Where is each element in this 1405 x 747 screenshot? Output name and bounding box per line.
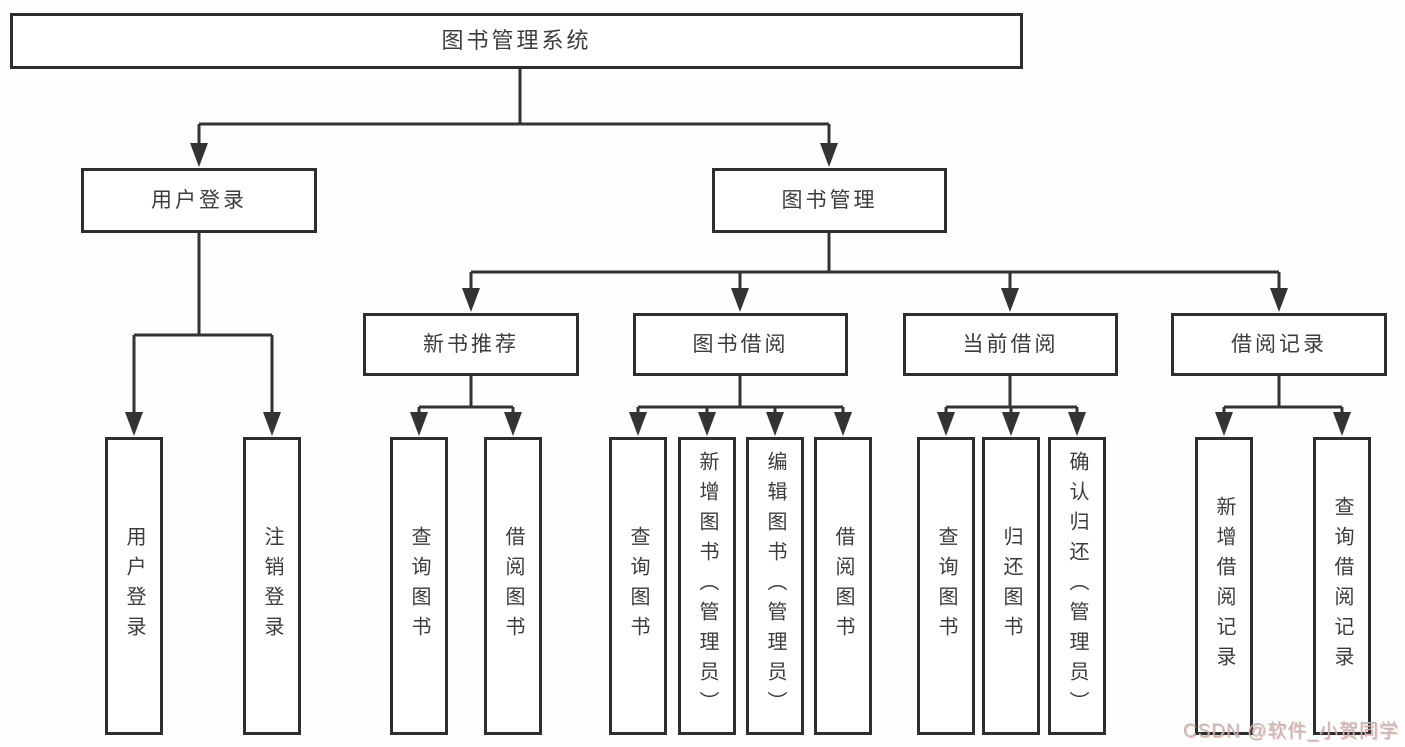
node-borrow-records-label: 借阅记录 [1231, 333, 1327, 356]
leaf-query-books-recommend-label: 查询图书 [408, 526, 430, 646]
csdn-watermark: CSDN @软件_小贺同学 [1183, 721, 1399, 742]
node-book-management: 图书管理 [712, 168, 947, 233]
leaf-edit-book-admin: 编辑图书（管理员） [746, 437, 804, 735]
leaf-query-books-borrow-label: 查询图书 [627, 526, 649, 646]
leaf-query-books-recommend: 查询图书 [390, 437, 448, 735]
node-root: 图书管理系统 [10, 13, 1023, 69]
node-book-borrowing: 图书借阅 [633, 313, 848, 376]
node-current-borrowing: 当前借阅 [903, 313, 1118, 376]
leaf-user-login-label: 用户登录 [123, 526, 145, 646]
leaf-query-borrow-record-label: 查询借阅记录 [1331, 496, 1353, 676]
leaf-query-borrow-record: 查询借阅记录 [1313, 437, 1371, 735]
leaf-borrow-books: 借阅图书 [814, 437, 872, 735]
leaf-logout-label: 注销登录 [261, 526, 283, 646]
leaf-confirm-return-admin-label: 确认归还（管理员） [1066, 451, 1088, 721]
leaf-confirm-return-admin: 确认归还（管理员） [1048, 437, 1106, 735]
node-book-borrowing-label: 图书借阅 [692, 333, 789, 356]
leaf-add-borrow-record: 新增借阅记录 [1195, 437, 1253, 735]
node-book-management-label: 图书管理 [781, 189, 878, 212]
node-borrow-records: 借阅记录 [1171, 313, 1387, 376]
leaf-return-book: 归还图书 [982, 437, 1040, 735]
leaf-borrow-books-recommend-label: 借阅图书 [502, 526, 524, 646]
node-new-book-recommend: 新书推荐 [363, 313, 579, 376]
leaf-user-login: 用户登录 [105, 437, 163, 735]
leaf-add-book-admin-label: 新增图书（管理员） [696, 451, 718, 721]
leaf-add-book-admin: 新增图书（管理员） [678, 437, 736, 735]
leaf-borrow-books-recommend: 借阅图书 [484, 437, 542, 735]
node-root-label: 图书管理系统 [441, 28, 592, 53]
leaf-add-borrow-record-label: 新增借阅记录 [1213, 496, 1235, 676]
leaf-query-books-borrow: 查询图书 [609, 437, 667, 735]
leaf-borrow-books-label: 借阅图书 [832, 526, 854, 646]
node-current-borrowing-label: 当前借阅 [962, 333, 1059, 356]
node-user-login: 用户登录 [81, 168, 317, 233]
node-new-book-recommend-label: 新书推荐 [423, 333, 519, 356]
leaf-logout: 注销登录 [243, 437, 301, 735]
node-user-login-label: 用户登录 [151, 189, 247, 212]
leaf-query-books-current-label: 查询图书 [935, 526, 957, 646]
leaf-edit-book-admin-label: 编辑图书（管理员） [764, 451, 786, 721]
leaf-return-book-label: 归还图书 [1000, 526, 1022, 646]
leaf-query-books-current: 查询图书 [917, 437, 975, 735]
